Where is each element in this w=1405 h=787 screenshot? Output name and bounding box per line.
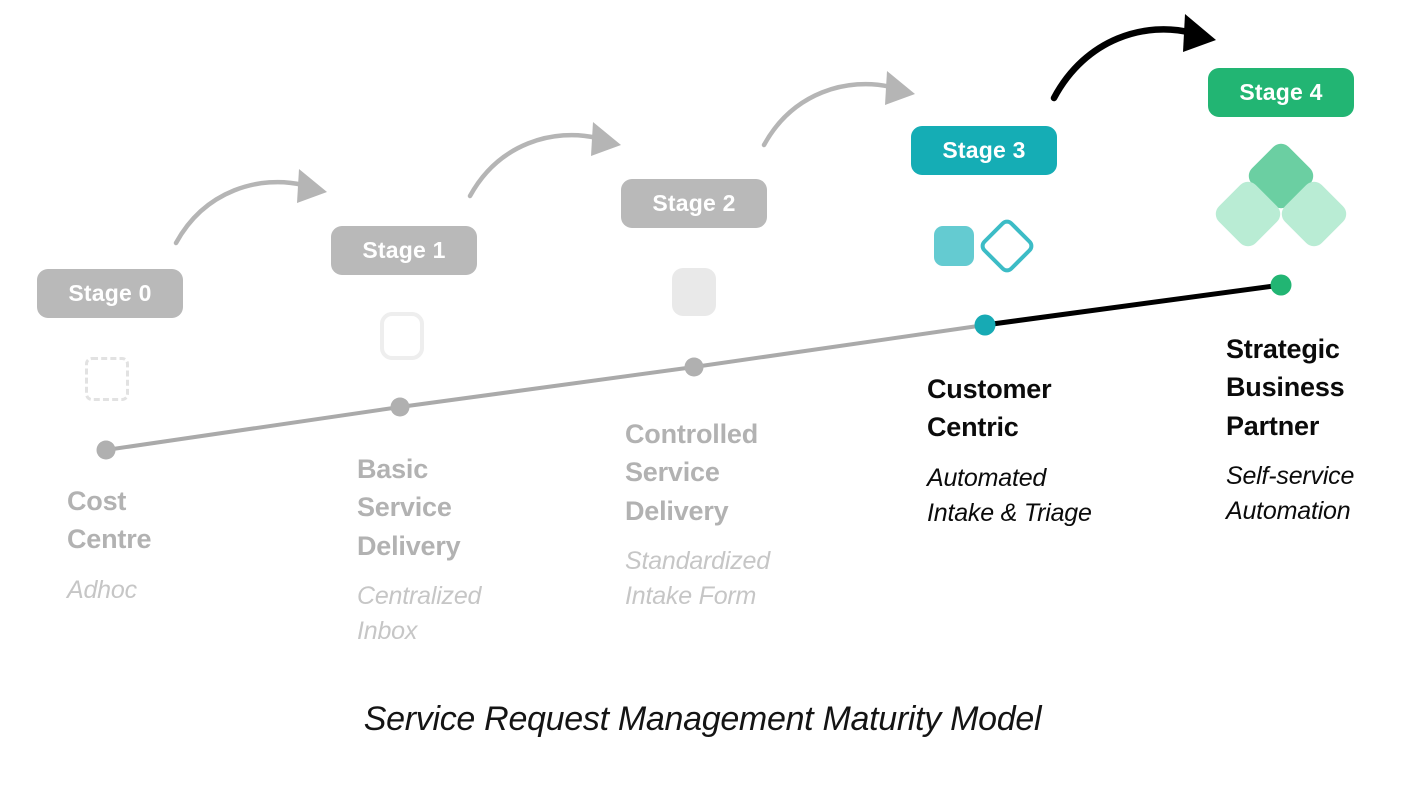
stage-3-text-block: Customer Centric Automated Intake & Tria…: [927, 370, 1197, 532]
badge-stage-0-label: Stage 0: [68, 280, 152, 306]
badge-stage-2-label: Stage 2: [652, 190, 736, 216]
trend-dot-stage3: [974, 314, 996, 336]
stage-0-text-block: Cost Centre Adhoc: [67, 482, 327, 608]
stage-2-title: Controlled Service Delivery: [625, 419, 758, 526]
badge-stage-2[interactable]: Stage 2: [621, 179, 767, 228]
trend-dot-stage2: [684, 357, 704, 377]
badge-stage-0[interactable]: Stage 0: [37, 269, 183, 318]
arrow-stage2-to-stage3: [761, 81, 894, 148]
stage-1-subtitle: Centralized Inbox: [357, 581, 482, 646]
stage-2-text-block: Controlled Service Delivery Standardized…: [625, 415, 895, 615]
arrow-stage0-to-stage1: [173, 179, 306, 246]
badge-stage-1[interactable]: Stage 1: [331, 226, 477, 275]
filled-square-icon: [672, 268, 716, 316]
stage-4-subtitle: Self-service Automation: [1226, 461, 1355, 526]
badge-stage-4[interactable]: Stage 4: [1208, 68, 1354, 117]
trend-dot-stage1: [390, 397, 410, 417]
badge-stage-1-label: Stage 1: [362, 237, 446, 263]
badge-stage-4-label: Stage 4: [1239, 79, 1323, 105]
arrowhead-stage3-to-stage4: [1183, 14, 1216, 52]
teal-diamond-outline-glyph: [977, 216, 1037, 276]
stage-4-title: Strategic Business Partner: [1226, 334, 1345, 441]
stage-2-subtitle: Standardized Intake Form: [625, 546, 770, 611]
outlined-square-icon: [380, 312, 424, 360]
stage-4-text-block: Strategic Business Partner Self-service …: [1226, 330, 1405, 530]
trend-dot-stage4: [1270, 274, 1292, 296]
stage-3-subtitle: Automated Intake & Triage: [927, 463, 1092, 528]
badge-stage-3-label: Stage 3: [942, 137, 1026, 163]
trend-dot-stage0: [96, 440, 116, 460]
arrowhead-stage0-to-stage1: [297, 169, 327, 203]
stage-1-title: Basic Service Delivery: [357, 454, 461, 561]
arrow-stage3-to-stage4: [1050, 26, 1196, 102]
trend-line-dark-segment: [984, 282, 1282, 328]
stage-3-title: Customer Centric: [927, 374, 1052, 443]
arrow-stage1-to-stage2: [467, 132, 600, 199]
square-and-diamond-icon: [930, 216, 1040, 276]
stage-1-text-block: Basic Service Delivery Centralized Inbox: [357, 450, 617, 650]
trend-line-gray-segment: [105, 323, 986, 452]
badge-stage-3[interactable]: Stage 3: [911, 126, 1057, 175]
three-diamonds-icon: [1211, 139, 1351, 253]
stage-0-title: Cost Centre: [67, 486, 152, 555]
stage-0-subtitle: Adhoc: [67, 575, 137, 604]
arrowhead-stage1-to-stage2: [591, 122, 621, 156]
teal-square-glyph: [934, 226, 974, 266]
dashed-square-icon: [85, 357, 129, 401]
diagram-caption: Service Request Management Maturity Mode…: [363, 700, 1042, 738]
arrowhead-stage2-to-stage3: [885, 71, 915, 105]
